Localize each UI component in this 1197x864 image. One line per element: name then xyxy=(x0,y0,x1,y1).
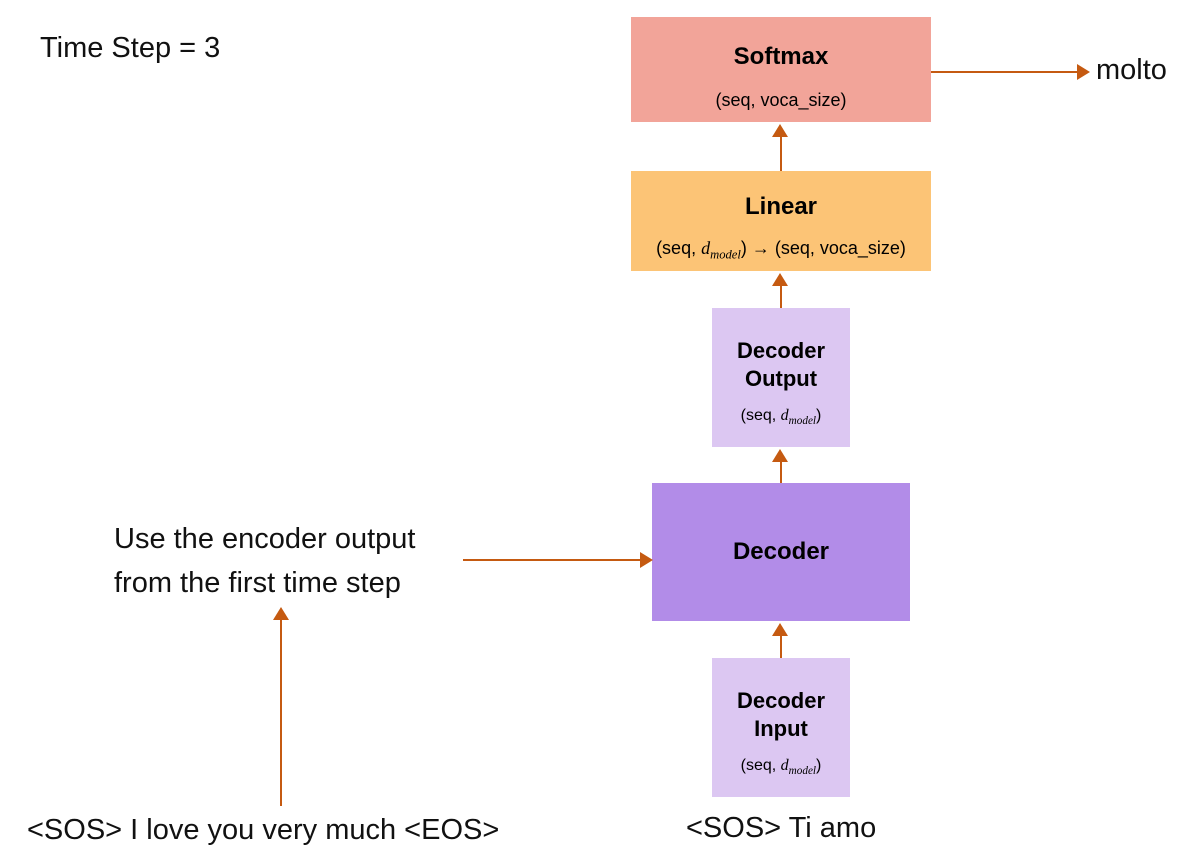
decoder-output-label: Decoder Output xyxy=(736,338,826,392)
softmax-label: Softmax xyxy=(733,43,829,70)
arrowhead-right-icon xyxy=(1077,64,1090,80)
encoder-note-line1: Use the encoder output xyxy=(114,523,416,555)
source-sentence: <SOS> I love you very much <EOS> xyxy=(27,814,500,846)
decoder-output-shape: (seq, dmodel) xyxy=(740,407,822,428)
encoder-note-line2: from the first time step xyxy=(114,567,401,599)
predicted-word: molto xyxy=(1096,54,1167,86)
arrowhead-up-icon xyxy=(772,273,788,286)
linear-box: Linear (seq, dmodel) → (seq, voca_size) xyxy=(631,171,931,271)
decoder-label: Decoder xyxy=(732,538,830,565)
arrowhead-up-icon xyxy=(772,623,788,636)
decoder-input-sentence: <SOS> Ti amo xyxy=(686,812,877,844)
linear-label: Linear xyxy=(744,192,818,220)
softmax-box: Softmax (seq, voca_size) xyxy=(631,17,931,122)
decoder-input-box: Decoder Input (seq, dmodel) xyxy=(712,658,850,797)
page-title: Time Step = 3 xyxy=(40,32,221,64)
decoder-input-shape: (seq, dmodel) xyxy=(740,757,822,778)
arrowhead-up-icon xyxy=(772,449,788,462)
encoder-note: Use the encoder output from the first ti… xyxy=(114,517,415,605)
arrowhead-up-icon xyxy=(273,607,289,620)
arrowhead-right-icon xyxy=(640,552,653,568)
decoder-input-label: Decoder Input xyxy=(736,688,826,742)
decoder-box: Decoder xyxy=(652,483,910,621)
linear-shape: (seq, dmodel) → (seq, voca_size) xyxy=(656,237,906,262)
decoder-output-box: Decoder Output (seq, dmodel) xyxy=(712,308,850,447)
softmax-shape: (seq, voca_size) xyxy=(715,90,847,110)
arrowhead-up-icon xyxy=(772,124,788,137)
